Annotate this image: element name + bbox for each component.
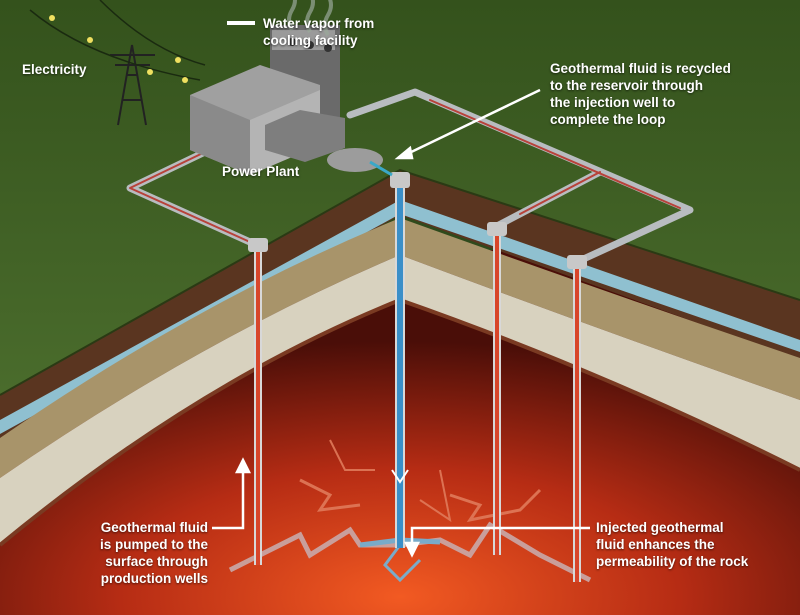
label-electricity: Electricity [22, 62, 87, 77]
label-pumped: Geothermal fluid is pumped to the surfac… [50, 519, 208, 587]
production-wells [248, 222, 587, 582]
injection-well [390, 172, 410, 548]
beige-layer [0, 255, 800, 545]
surface-pipes [126, 88, 694, 266]
label-line: surface through [105, 554, 208, 569]
soil-layer [0, 170, 800, 440]
label-line: Injected geothermal [596, 520, 724, 535]
label-line: production wells [100, 571, 208, 586]
label-line: is pumped to the [100, 537, 208, 552]
label-line: complete the loop [550, 112, 666, 127]
label-power-plant: Power Plant [222, 164, 300, 179]
label-injected: Injected geothermal fluid enhances the p… [596, 519, 748, 570]
power-tower-icon [29, 0, 206, 126]
label-line: Geothermal fluid is recycled [550, 61, 731, 76]
label-line: the injection well to [550, 95, 676, 110]
label-line: cooling facility [263, 33, 358, 48]
label-line: to the reservoir through [550, 78, 704, 93]
label-recycled: Geothermal fluid is recycled to the rese… [550, 60, 731, 128]
label-line: fluid enhances the [596, 537, 715, 552]
label-line: Geothermal fluid [100, 520, 208, 535]
tan-layer [0, 218, 800, 478]
label-line: Water vapor from [263, 16, 375, 31]
power-plant [190, 0, 393, 177]
label-line: permeability of the rock [596, 554, 749, 569]
annotation-arrows [212, 21, 590, 558]
label-water-vapor: Water vapor from cooling facility [263, 15, 374, 49]
